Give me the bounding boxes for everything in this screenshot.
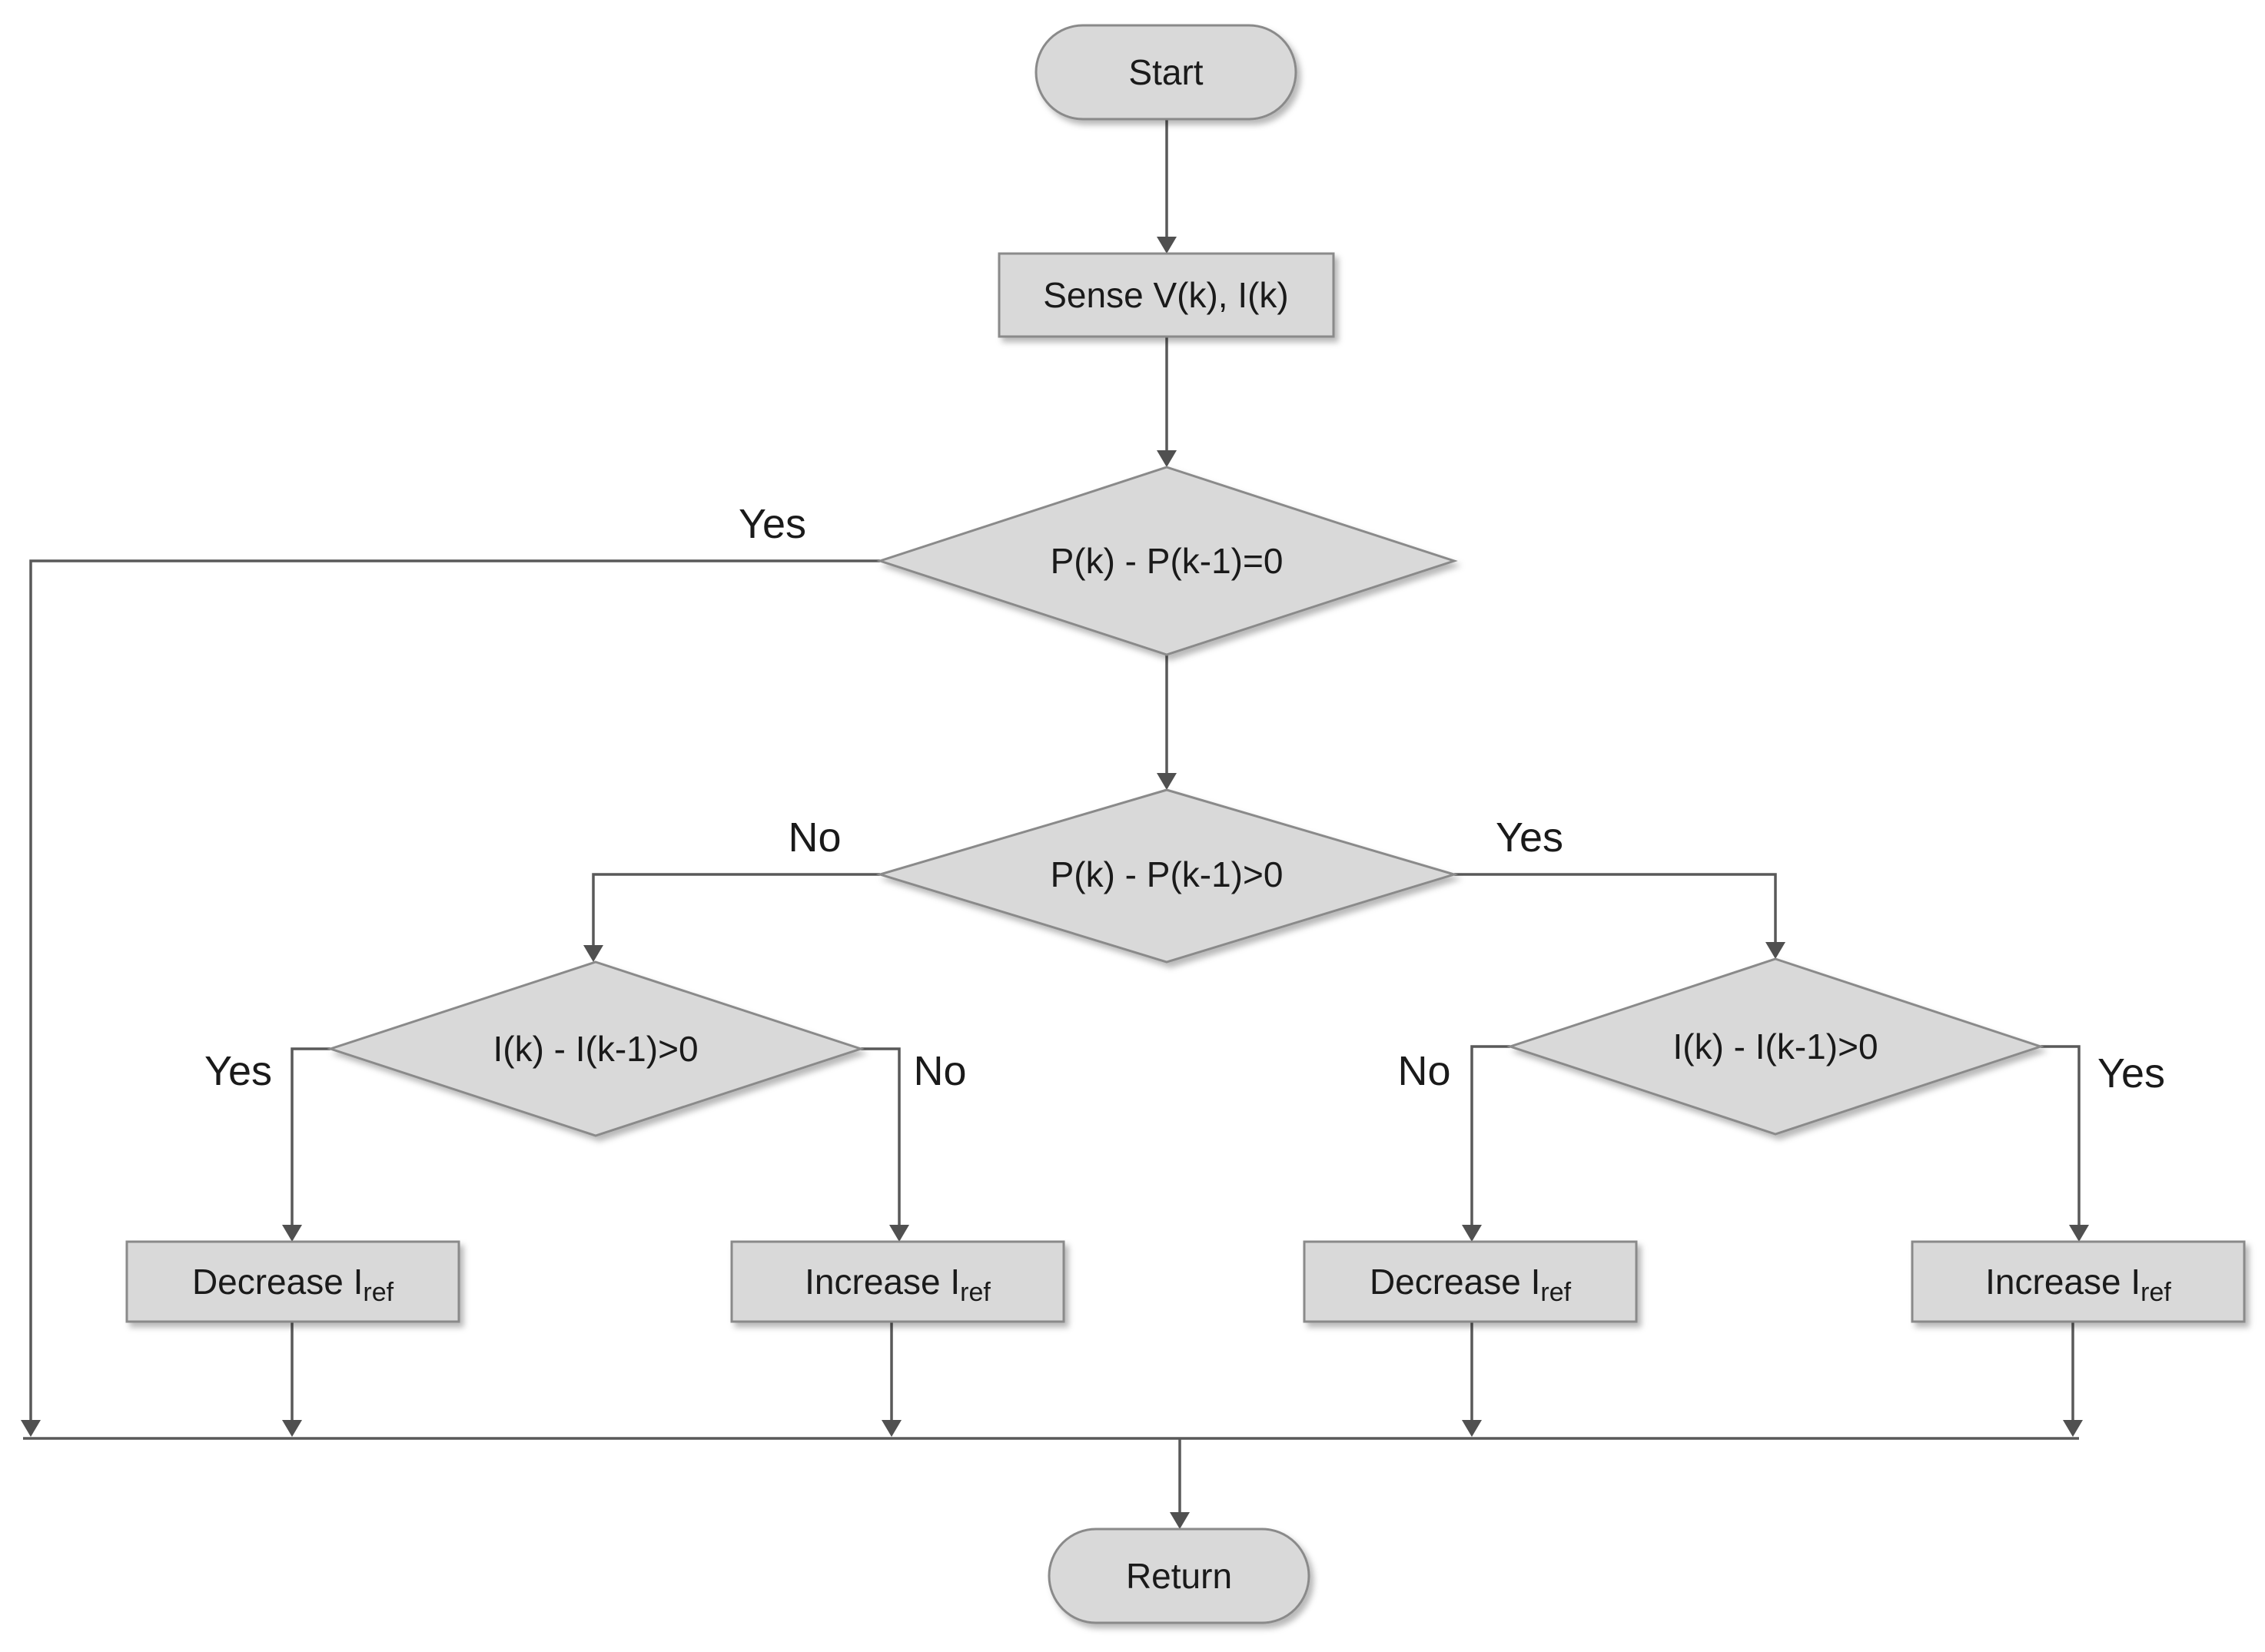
decrease-left-label: Decrease Iref	[192, 1262, 394, 1307]
arrowhead	[2069, 1225, 2089, 1242]
arrowhead	[1462, 1420, 1482, 1437]
branch-label-left-no: No	[913, 1048, 966, 1094]
increase-left-label: Increase Iref	[805, 1262, 991, 1307]
start-node: Start	[1035, 24, 1297, 121]
branch-label-gt-no: No	[788, 814, 841, 861]
connector-left-yes	[291, 1047, 330, 1228]
start-label: Start	[1128, 52, 1203, 92]
decision-gt-label: P(k) - P(k-1)>0	[1051, 854, 1284, 894]
decrease-left-node: Decrease Iref	[125, 1240, 460, 1323]
connector-gt-yes	[1454, 873, 1777, 945]
arrowhead	[882, 1420, 902, 1437]
decision-i-left-label: I(k) - I(k-1)>0	[493, 1029, 698, 1069]
arrowhead	[282, 1225, 302, 1242]
connector-eq-yes	[29, 559, 880, 1423]
branch-label-eq-yes: Yes	[739, 501, 806, 547]
connectors	[21, 119, 2089, 1529]
arrowhead	[1157, 450, 1177, 467]
arrowhead	[1765, 942, 1785, 959]
decrease-right-label: Decrease Iref	[1370, 1262, 1572, 1307]
arrowhead	[1157, 237, 1177, 254]
decrease-right-node: Decrease Iref	[1303, 1240, 1638, 1323]
sense-label: Sense V(k), I(k)	[1043, 275, 1289, 315]
increase-right-label: Increase Iref	[1985, 1262, 2171, 1307]
arrowhead	[2063, 1420, 2083, 1437]
branch-labels: Yes No Yes Yes No No Yes	[204, 501, 2165, 1096]
return-node: Return	[1048, 1528, 1310, 1624]
sense-node: Sense V(k), I(k)	[998, 252, 1335, 338]
increase-left-node: Increase Iref	[730, 1240, 1065, 1323]
branch-label-right-no: No	[1397, 1048, 1450, 1094]
return-label: Return	[1126, 1556, 1232, 1596]
decision-i-right-label: I(k) - I(k-1)>0	[1672, 1027, 1878, 1067]
arrowhead	[1170, 1512, 1190, 1529]
decision-i-left-node: I(k) - I(k-1)>0	[327, 960, 865, 1137]
arrowhead	[21, 1420, 41, 1437]
decision-i-right-node: I(k) - I(k-1)>0	[1506, 957, 2044, 1136]
connector-gt-no	[592, 873, 880, 948]
branch-label-right-yes: Yes	[2097, 1050, 2165, 1096]
arrowhead	[282, 1420, 302, 1437]
connector-left-no	[861, 1047, 901, 1228]
decision-gt-node: P(k) - P(k-1)>0	[875, 788, 1459, 964]
branch-label-gt-yes: Yes	[1496, 814, 1563, 861]
arrowhead	[583, 945, 603, 962]
arrowhead	[1462, 1225, 1482, 1242]
arrowhead	[889, 1225, 909, 1242]
increase-right-node: Increase Iref	[1911, 1240, 2246, 1323]
decision-eq-label: P(k) - P(k-1)=0	[1051, 541, 1284, 581]
branch-label-left-yes: Yes	[204, 1048, 272, 1094]
connector-right-yes	[2041, 1045, 2081, 1228]
decision-eq-node: P(k) - P(k-1)=0	[876, 466, 1458, 656]
arrowhead	[1157, 773, 1177, 790]
connector-right-no	[1470, 1045, 1510, 1228]
